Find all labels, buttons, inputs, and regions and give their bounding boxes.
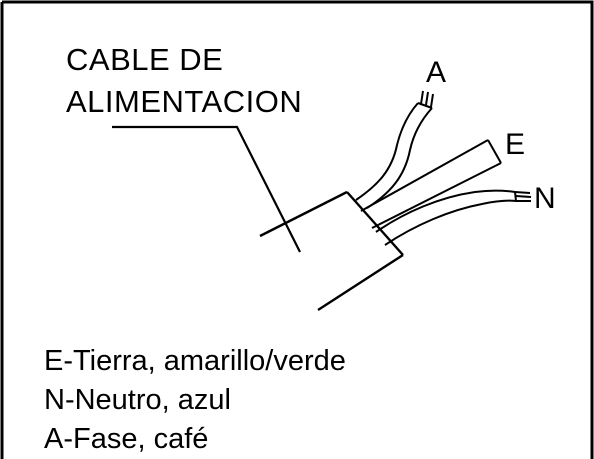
neutral-conductor [375, 189, 532, 246]
wire-label-earth: E [505, 128, 526, 161]
legend-earth: E-Tierra, amarillo/verde [44, 345, 346, 377]
cable-title-line-2: ALIMENTACION [66, 84, 303, 119]
cable-jacket [259, 190, 404, 312]
wire-label-neutral: N [534, 182, 556, 215]
legend-phase: A-Fase, café [44, 423, 209, 455]
earth-conductor [360, 139, 502, 229]
phase-conductor [355, 90, 434, 209]
leader-line [112, 125, 301, 253]
legend-neutral: N-Neutro, azul [44, 384, 231, 416]
wire-label-phase: A [426, 56, 447, 89]
cable-title-line-1: CABLE DE [66, 42, 224, 77]
